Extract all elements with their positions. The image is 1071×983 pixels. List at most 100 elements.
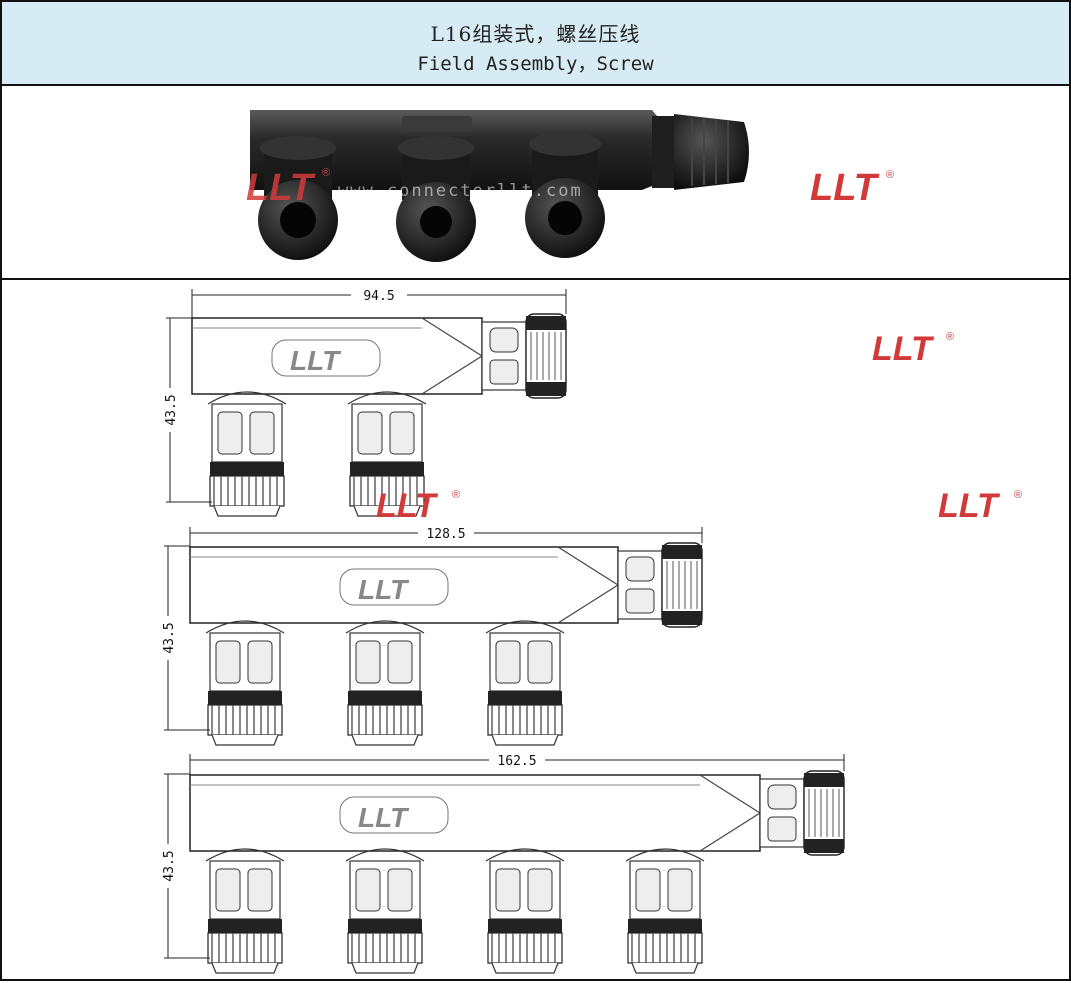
- port-cert-mark-right: [387, 640, 413, 684]
- port-cert-mark-left: [355, 868, 381, 912]
- port-1: [207, 391, 287, 517]
- svg-text:LLT: LLT: [872, 330, 935, 368]
- height-dimension-label: 43.5: [162, 850, 177, 881]
- end-cap-nut: [661, 542, 703, 628]
- llt-logo-photo-right: LLT ®: [810, 167, 894, 209]
- length-dimension-label: 94.5: [363, 289, 394, 304]
- svg-text:®: ®: [946, 331, 954, 343]
- svg-text:®: ®: [322, 167, 330, 179]
- svg-text:®: ®: [886, 169, 894, 181]
- body-logo-text: LLT: [290, 345, 342, 376]
- port-cert-mark-right: [389, 411, 415, 455]
- port-cert-mark-left: [635, 868, 661, 912]
- port-neck: [345, 848, 425, 862]
- port-neck: [205, 848, 285, 862]
- length-label-bg: [418, 523, 474, 541]
- port-cert-mark-left: [355, 640, 381, 684]
- port-cert-mark-right: [387, 868, 413, 912]
- height-label-bg: [160, 388, 180, 432]
- end-cap-nut: [803, 770, 845, 856]
- gland-tip: [351, 962, 419, 974]
- nut-band-top: [526, 316, 566, 330]
- port-2: [345, 848, 425, 974]
- port-neck: [347, 391, 427, 405]
- gland-band: [628, 919, 702, 933]
- port-1: [205, 848, 285, 974]
- cert-mark-top: [767, 784, 797, 810]
- port-cert-mark-left: [215, 868, 241, 912]
- svg-text:LLT: LLT: [246, 167, 316, 209]
- port-cert-mark-right: [527, 640, 553, 684]
- port-neck: [345, 620, 425, 634]
- length-dimension-label: 162.5: [497, 754, 536, 769]
- gland-tip: [631, 962, 699, 974]
- height-dimension-label: 43.5: [162, 622, 177, 653]
- cable-gland-3: [525, 132, 605, 258]
- connector-body-outline: [191, 317, 483, 395]
- nut-band-bottom: [804, 839, 844, 853]
- port-neck: [485, 620, 565, 634]
- end-cap-nut: [674, 114, 749, 190]
- body-logo-emboss: [271, 339, 381, 377]
- svg-text:®: ®: [452, 489, 460, 501]
- cert-mark-bottom: [489, 359, 519, 385]
- body-emboss: [402, 116, 472, 132]
- cert-mark-bottom: [767, 816, 797, 842]
- svg-text:LLT: LLT: [376, 487, 439, 525]
- drawing-2: LLT 128.5 43.5: [158, 523, 703, 746]
- gland-band: [350, 462, 424, 476]
- svg-text:LLT: LLT: [810, 167, 880, 209]
- port-cert-mark-right: [247, 640, 273, 684]
- gland-band: [348, 691, 422, 705]
- port-cert-mark-left: [357, 411, 383, 455]
- cable-gland-1: [258, 136, 338, 260]
- gland-nut: [627, 932, 703, 964]
- port-1: [205, 620, 285, 746]
- port-cert-mark-right: [527, 868, 553, 912]
- title-english: Field Assembly，Screw: [417, 53, 654, 75]
- port-cert-mark-left: [217, 411, 243, 455]
- cert-mark-top: [625, 556, 655, 582]
- gland-tip: [353, 505, 421, 517]
- port-2: [347, 391, 427, 517]
- gland-nut: [207, 704, 283, 736]
- body-logo-text: LLT: [358, 574, 410, 605]
- llt-logo-watermark-2: LLT ®: [376, 487, 460, 525]
- end-cap-nut: [525, 313, 567, 399]
- body-logo-emboss: [339, 796, 449, 834]
- gland-nut: [209, 475, 285, 507]
- port-2: [345, 620, 425, 746]
- connector-body-outline: [189, 774, 761, 852]
- llt-logo-watermark-1: LLT ®: [872, 330, 954, 368]
- gland-tip: [211, 962, 279, 974]
- cert-mark-bottom: [625, 588, 655, 614]
- port-neck: [625, 848, 705, 862]
- length-label-bg: [351, 285, 407, 303]
- nut-band-top: [804, 773, 844, 787]
- gland-nut: [349, 475, 425, 507]
- gland-tip: [491, 734, 559, 746]
- product-photo-section: LLT ® www.connectorllt.com LLT ®: [2, 86, 1069, 280]
- gland-band: [348, 919, 422, 933]
- llt-logo-photo: LLT ®: [246, 167, 330, 209]
- llt-logo-watermark-3: LLT ®: [938, 487, 1022, 525]
- body-taper-line: [699, 774, 762, 852]
- height-label-bg: [158, 616, 178, 660]
- port-cert-mark-left: [215, 640, 241, 684]
- gland-band: [208, 691, 282, 705]
- gland-tip: [491, 962, 559, 974]
- length-dimension-label: 128.5: [426, 527, 465, 542]
- port-3: [485, 620, 565, 746]
- port-3: [485, 848, 565, 974]
- product-photo: LLT ® www.connectorllt.com LLT ®: [246, 110, 894, 262]
- port-neck: [485, 848, 565, 862]
- gland-nut: [347, 932, 423, 964]
- port-neck: [205, 620, 285, 634]
- gland-nut: [487, 932, 563, 964]
- port-cert-mark-right: [247, 868, 273, 912]
